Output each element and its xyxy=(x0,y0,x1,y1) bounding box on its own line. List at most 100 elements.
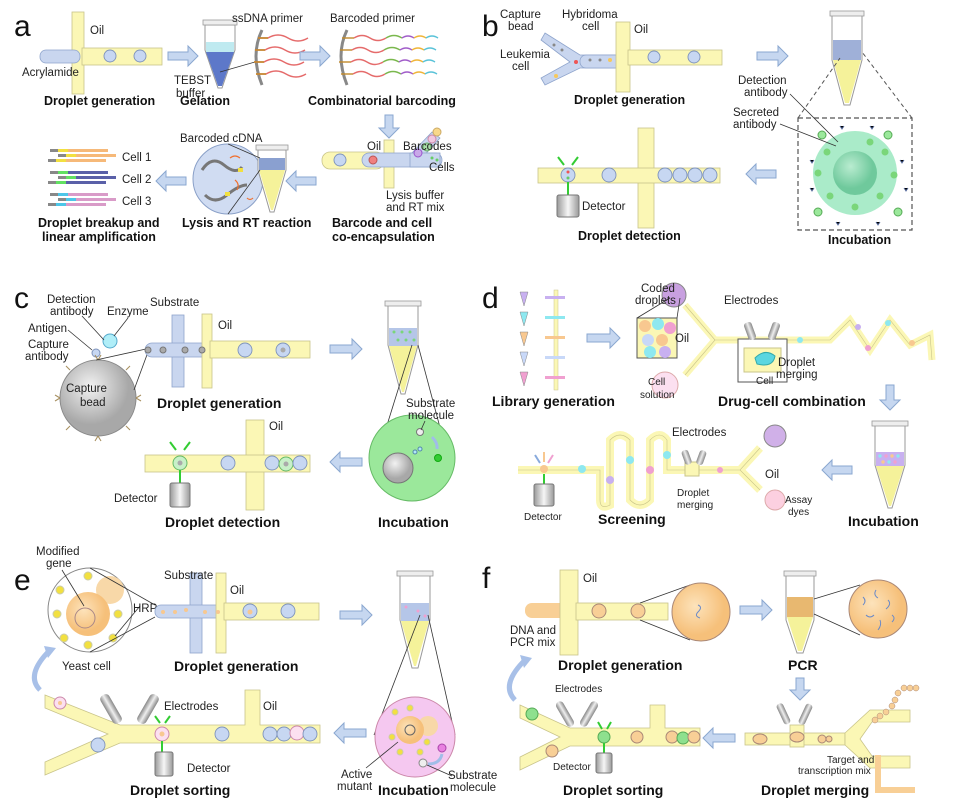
tube-icon xyxy=(202,19,238,89)
label-detector: Detector xyxy=(114,493,158,505)
droplet-generator-e xyxy=(154,572,320,654)
label-substrate-molecule-2: molecule xyxy=(450,782,496,794)
yeast-cell-zoom xyxy=(47,567,156,653)
arrow-down xyxy=(878,384,902,411)
arrow-right xyxy=(739,598,773,622)
label-dna-pcr: DNA and xyxy=(510,625,556,637)
ssdna-primer-strands xyxy=(254,29,309,86)
step-library-generation: Library generation xyxy=(492,393,615,409)
barcoded-primer-strands xyxy=(339,29,439,86)
step-incubation: Incubation xyxy=(828,233,891,247)
label-oil: Oil xyxy=(675,333,689,345)
label-electrodes: Electrodes xyxy=(724,295,779,307)
droplet-generator-a xyxy=(39,11,163,95)
label-hybridoma-2: cell xyxy=(582,21,599,33)
step-barcode-cell-1: Barcode and cell xyxy=(332,216,432,230)
arrow-right xyxy=(756,44,789,68)
label-yeast-cell: Yeast cell xyxy=(62,661,111,673)
electrode-icon xyxy=(556,701,574,727)
arrow-right xyxy=(586,326,621,350)
label-modified-gene: Modified xyxy=(36,546,79,558)
step-incubation: Incubation xyxy=(378,514,449,530)
label-leukemia-2: cell xyxy=(512,61,529,73)
label-substrate: Substrate xyxy=(164,570,213,582)
label-hrp: HRP xyxy=(133,603,158,615)
label-active-mutant-2: mutant xyxy=(337,781,373,793)
step-breakup-2: linear amplification xyxy=(42,230,156,244)
label-cells: Cells xyxy=(429,162,455,174)
label-buffer: buffer xyxy=(176,88,205,100)
detector-icon xyxy=(154,751,174,777)
capture-bead-c xyxy=(54,333,149,442)
arrow-down xyxy=(377,114,401,139)
panel-d: d Library generation Coded droplets Oil … xyxy=(482,282,936,529)
label-secreted-antibody-2: antibody xyxy=(733,119,777,131)
label-oil: Oil xyxy=(218,320,232,332)
label-substrate-molecule-2: molecule xyxy=(408,410,454,422)
label-oil-2: Oil xyxy=(765,469,779,481)
cdna-library-bars xyxy=(48,149,116,206)
label-ssdna-primer: ssDNA primer xyxy=(232,13,303,25)
incubation-droplet-e xyxy=(374,696,456,778)
tube-icon xyxy=(783,570,908,654)
label-capture-antibody-2: antibody xyxy=(25,351,69,363)
label-substrate-molecule: Substrate xyxy=(448,770,497,782)
label-enzyme: Enzyme xyxy=(107,306,149,318)
label-cell-solution-2: solution xyxy=(640,390,674,401)
label-target-mix: Target and xyxy=(827,755,874,766)
label-capture-bead-2: bead xyxy=(80,397,106,409)
panel-c: c Detection antibody Enzyme Antigen Capt… xyxy=(14,282,456,530)
label-electrodes: Electrodes xyxy=(164,701,219,713)
lysis-droplet xyxy=(192,143,289,215)
label-antigen: Antigen xyxy=(28,323,67,335)
label-droplet-merging-2: merging xyxy=(776,369,818,381)
label-coded-droplets-2: droplets xyxy=(635,295,676,307)
step-droplet-generation: Droplet generation xyxy=(174,658,298,674)
arrow-right xyxy=(329,337,363,361)
label-electrodes: Electrodes xyxy=(555,684,602,695)
label-detection-antibody: Detection xyxy=(47,294,96,306)
step-lysis-rt: Lysis and RT reaction xyxy=(182,216,311,230)
merging-chip-f xyxy=(744,684,920,793)
label-capture-bead-2: bead xyxy=(508,21,534,33)
label-acrylamide: Acrylamide xyxy=(22,67,79,79)
step-incubation: Incubation xyxy=(848,513,919,529)
co-encapsulation-chip xyxy=(321,127,443,189)
tube-icon xyxy=(829,10,865,106)
label-oil-2: Oil xyxy=(263,701,277,713)
detector-icon xyxy=(556,194,580,218)
label-cell-1: Cell 1 xyxy=(122,152,151,164)
step-combinatorial-barcoding: Combinatorial barcoding xyxy=(308,94,456,108)
label-active-mutant: Active xyxy=(341,769,372,781)
panel-a: a Oil Acrylamide Droplet generation TEBS… xyxy=(14,10,456,244)
label-substrate-molecule: Substrate xyxy=(406,398,455,410)
incubation-droplet-c xyxy=(368,414,456,502)
arrow-left xyxy=(745,162,777,186)
label-oil: Oil xyxy=(583,573,597,585)
coded-droplets-box xyxy=(636,282,687,399)
label-substrate: Substrate xyxy=(150,297,199,309)
incubation-box-b xyxy=(797,117,913,231)
label-detector: Detector xyxy=(187,763,231,775)
label-oil-2: Oil xyxy=(367,141,381,153)
arrow-left xyxy=(333,721,367,745)
panel-letter-a: a xyxy=(14,10,31,43)
sorting-chip-f xyxy=(506,655,701,774)
tube-icon xyxy=(871,420,909,509)
arrow-down xyxy=(788,677,812,701)
step-droplet-generation: Droplet generation xyxy=(574,93,685,107)
label-detection-antibody-2: antibody xyxy=(744,87,788,99)
step-gelation: Gelation xyxy=(180,94,230,108)
drug-cell-chip xyxy=(682,302,936,383)
droplet-generator-c xyxy=(144,313,311,389)
detection-chip-c xyxy=(144,419,311,511)
droplet-generator-f xyxy=(525,569,731,656)
step-droplet-generation: Droplet generation xyxy=(157,395,281,411)
step-screening: Screening xyxy=(598,511,666,527)
electrode-icon xyxy=(580,701,598,727)
label-detection-antibody-2: antibody xyxy=(50,306,94,318)
panel-f: f Oil DNA and PCR mix Droplet generation… xyxy=(482,562,920,798)
label-assay-dyes: Assay xyxy=(785,495,812,506)
label-electrodes-2: Electrodes xyxy=(672,427,727,439)
